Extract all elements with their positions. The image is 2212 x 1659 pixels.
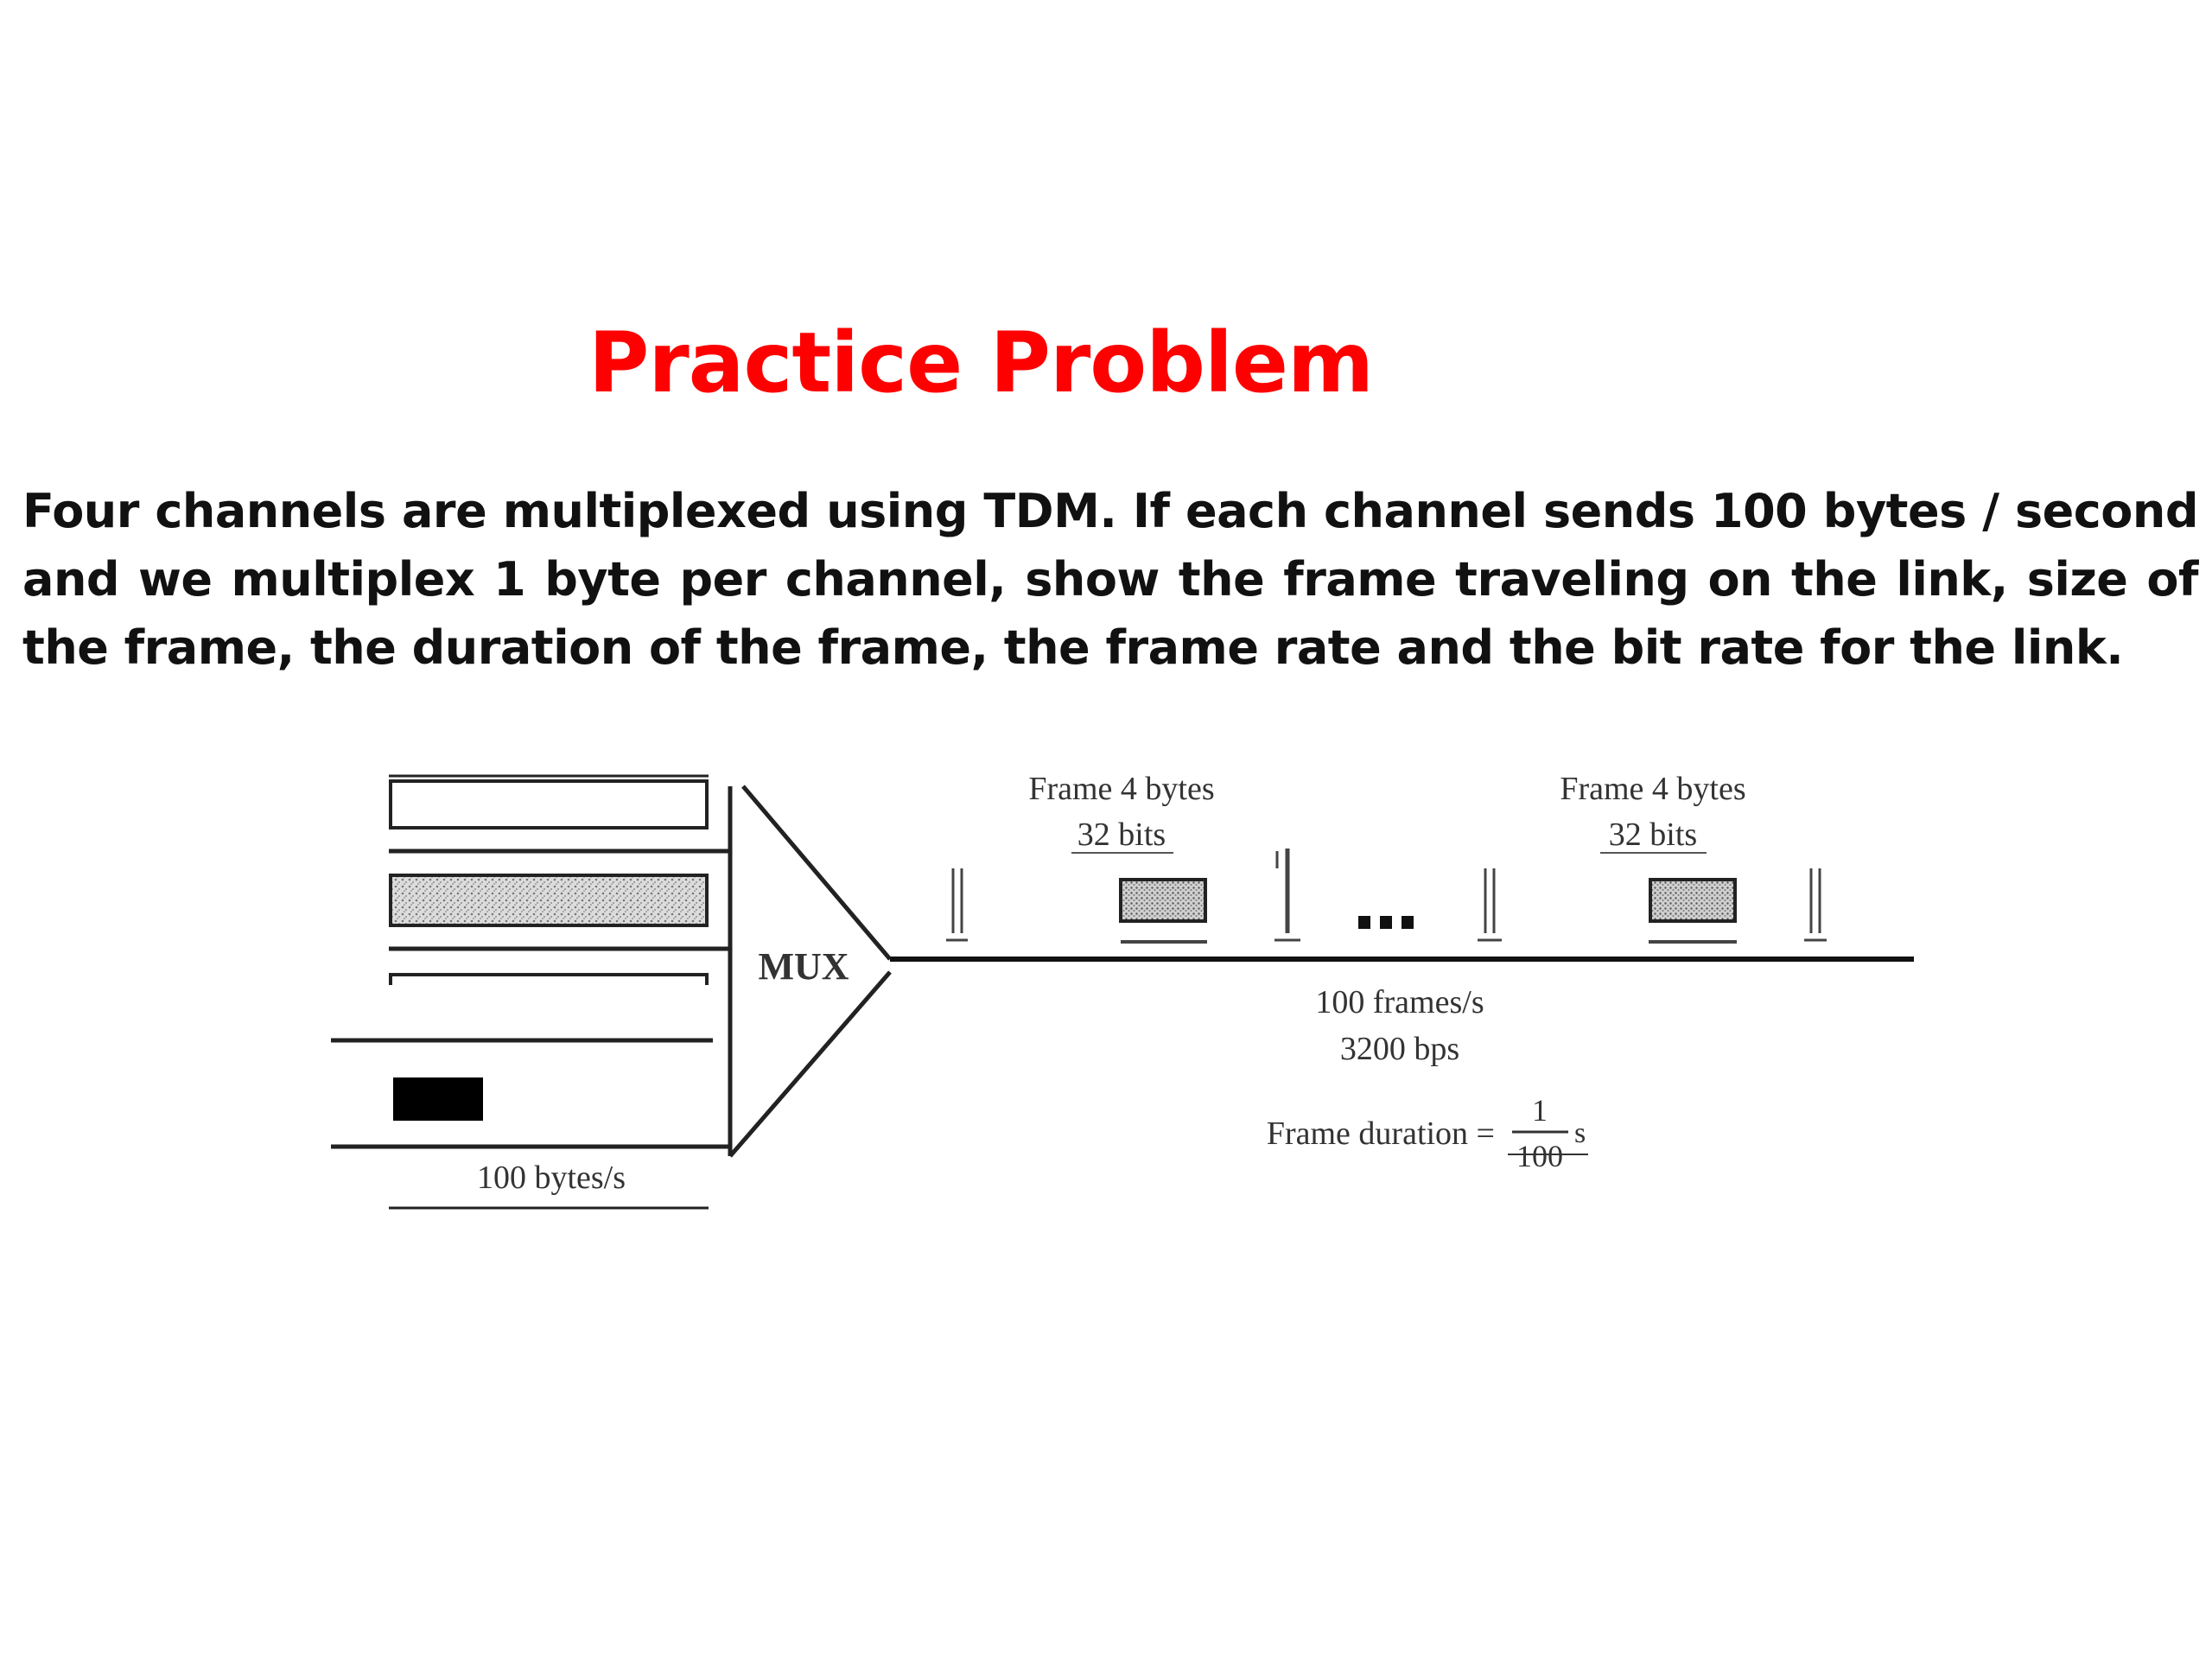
channel-4 <box>331 1077 730 1210</box>
channel-3 <box>331 973 713 1043</box>
frame-1: Frame 4 bytes 32 bits <box>1028 771 1215 944</box>
input-channels <box>331 774 730 1210</box>
frame-1-data-unit <box>1119 878 1207 923</box>
frame-duration-numerator: 1 <box>1532 1093 1548 1128</box>
separator-1 <box>946 868 968 942</box>
frame-duration-label: Frame duration = <box>1267 1116 1495 1152</box>
ellipsis <box>1358 916 1414 929</box>
frame-rate-label: 100 frames/s <box>1315 984 1484 1020</box>
separator-3 <box>1478 868 1502 942</box>
frame-duration-unit: s <box>1574 1117 1586 1149</box>
frame-1-size-bytes: Frame 4 bytes <box>1028 771 1214 807</box>
frame-2-data-unit <box>1649 878 1737 923</box>
channel-1-data-unit <box>389 779 709 830</box>
mux-block <box>728 785 892 1158</box>
channel-1 <box>389 774 730 854</box>
frame-2-size-bits: 32 bits <box>1609 817 1697 853</box>
frame-duration-denominator: 100 <box>1516 1139 1563 1173</box>
slide-title: Practice Problem <box>588 315 1374 411</box>
channel-4-data-unit <box>393 1077 483 1121</box>
mux-label: MUX <box>758 945 849 988</box>
channel-2 <box>389 874 730 951</box>
separator-4 <box>1804 868 1827 942</box>
frame-1-size-bits: 32 bits <box>1077 817 1166 853</box>
input-rate-label: 100 bytes/s <box>477 1160 626 1196</box>
frame-separators <box>946 849 1827 942</box>
channel-2-data-unit <box>389 874 709 927</box>
problem-statement: Four channels are multiplexed using TDM.… <box>22 484 2199 675</box>
frame-duration: Frame duration = 1 100 s <box>1267 1093 1588 1173</box>
frame-2-size-bytes: Frame 4 bytes <box>1560 771 1745 807</box>
frame-2: Frame 4 bytes 32 bits <box>1560 771 1746 944</box>
separator-2 <box>1274 849 1300 942</box>
bit-rate-label: 3200 bps <box>1340 1031 1459 1067</box>
